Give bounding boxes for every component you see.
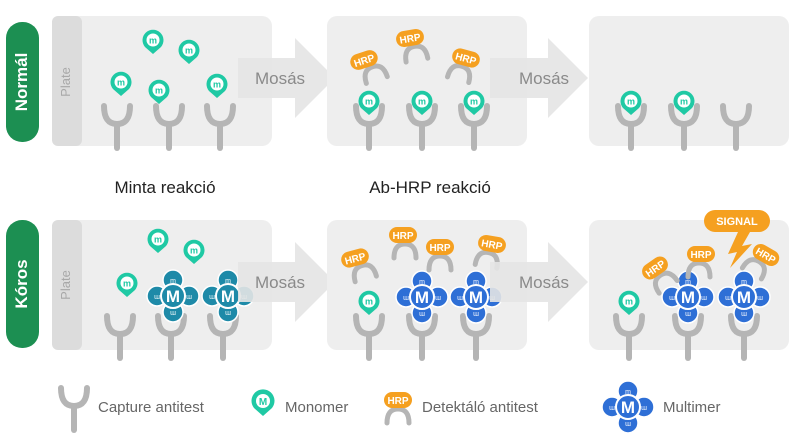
wash-arrow (490, 38, 588, 118)
caption-sample-reaction: Minta reakció (114, 178, 215, 197)
signal-badge (704, 210, 770, 232)
wash-label: Mosás (519, 69, 569, 88)
caption-hrp-reaction: Ab-HRP reakció (369, 178, 491, 197)
panel-result-normal (589, 16, 789, 146)
legend-capture-label: Capture antitest (98, 399, 205, 416)
wash-label: Mosás (519, 273, 569, 292)
legend: Capture antitest M Monomer Detektáló ant… (61, 380, 721, 434)
legend-detector-label: Detektáló antitest (422, 399, 539, 416)
legend-monomer-letter: M (259, 397, 267, 408)
wash-label: Mosás (255, 273, 305, 292)
legend-multimer-label: Multimer (663, 399, 721, 416)
plate-strip (52, 220, 82, 350)
legend-detector-icon (384, 392, 412, 423)
legend-monomer-icon: M (251, 389, 275, 416)
row-normal: Normál Plate Mosás (6, 16, 789, 148)
legend-capture-icon (61, 388, 87, 430)
signal-label: SIGNAL (716, 216, 758, 228)
lightning-icon (728, 232, 752, 268)
legend-multimer-icon (601, 380, 655, 434)
plate-strip (52, 16, 82, 146)
row-label-normal-pill (6, 22, 39, 142)
wash-arrow (238, 38, 335, 118)
panel-hrp-normal (327, 16, 527, 146)
wash-arrow (238, 242, 335, 322)
row-koros: Kóros Plate Mosás (6, 210, 789, 358)
plate-label: Plate (58, 270, 73, 300)
plate-label: Plate (58, 67, 73, 97)
row-label-koros: Kóros (12, 259, 31, 308)
signal-callout: SIGNAL (704, 210, 770, 268)
row-label-normal: Normál (12, 53, 31, 112)
legend-monomer-label: Monomer (285, 399, 348, 416)
row-label-koros-pill (6, 220, 39, 348)
wash-label: Mosás (255, 69, 305, 88)
wash-arrow (490, 242, 588, 322)
